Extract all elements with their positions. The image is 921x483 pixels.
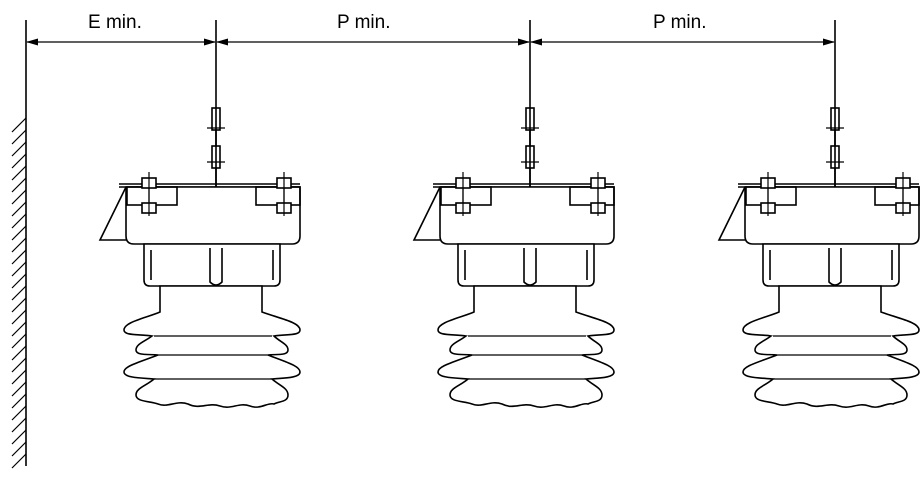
insulator-1 bbox=[99, 19, 301, 408]
e-min-label: E min. bbox=[88, 12, 142, 33]
insulator-3 bbox=[718, 19, 920, 408]
insulator-2 bbox=[413, 19, 615, 408]
ground-wall bbox=[11, 20, 27, 469]
p-min-label-2: P min. bbox=[653, 12, 707, 33]
p-min-label-1: P min. bbox=[337, 12, 391, 33]
